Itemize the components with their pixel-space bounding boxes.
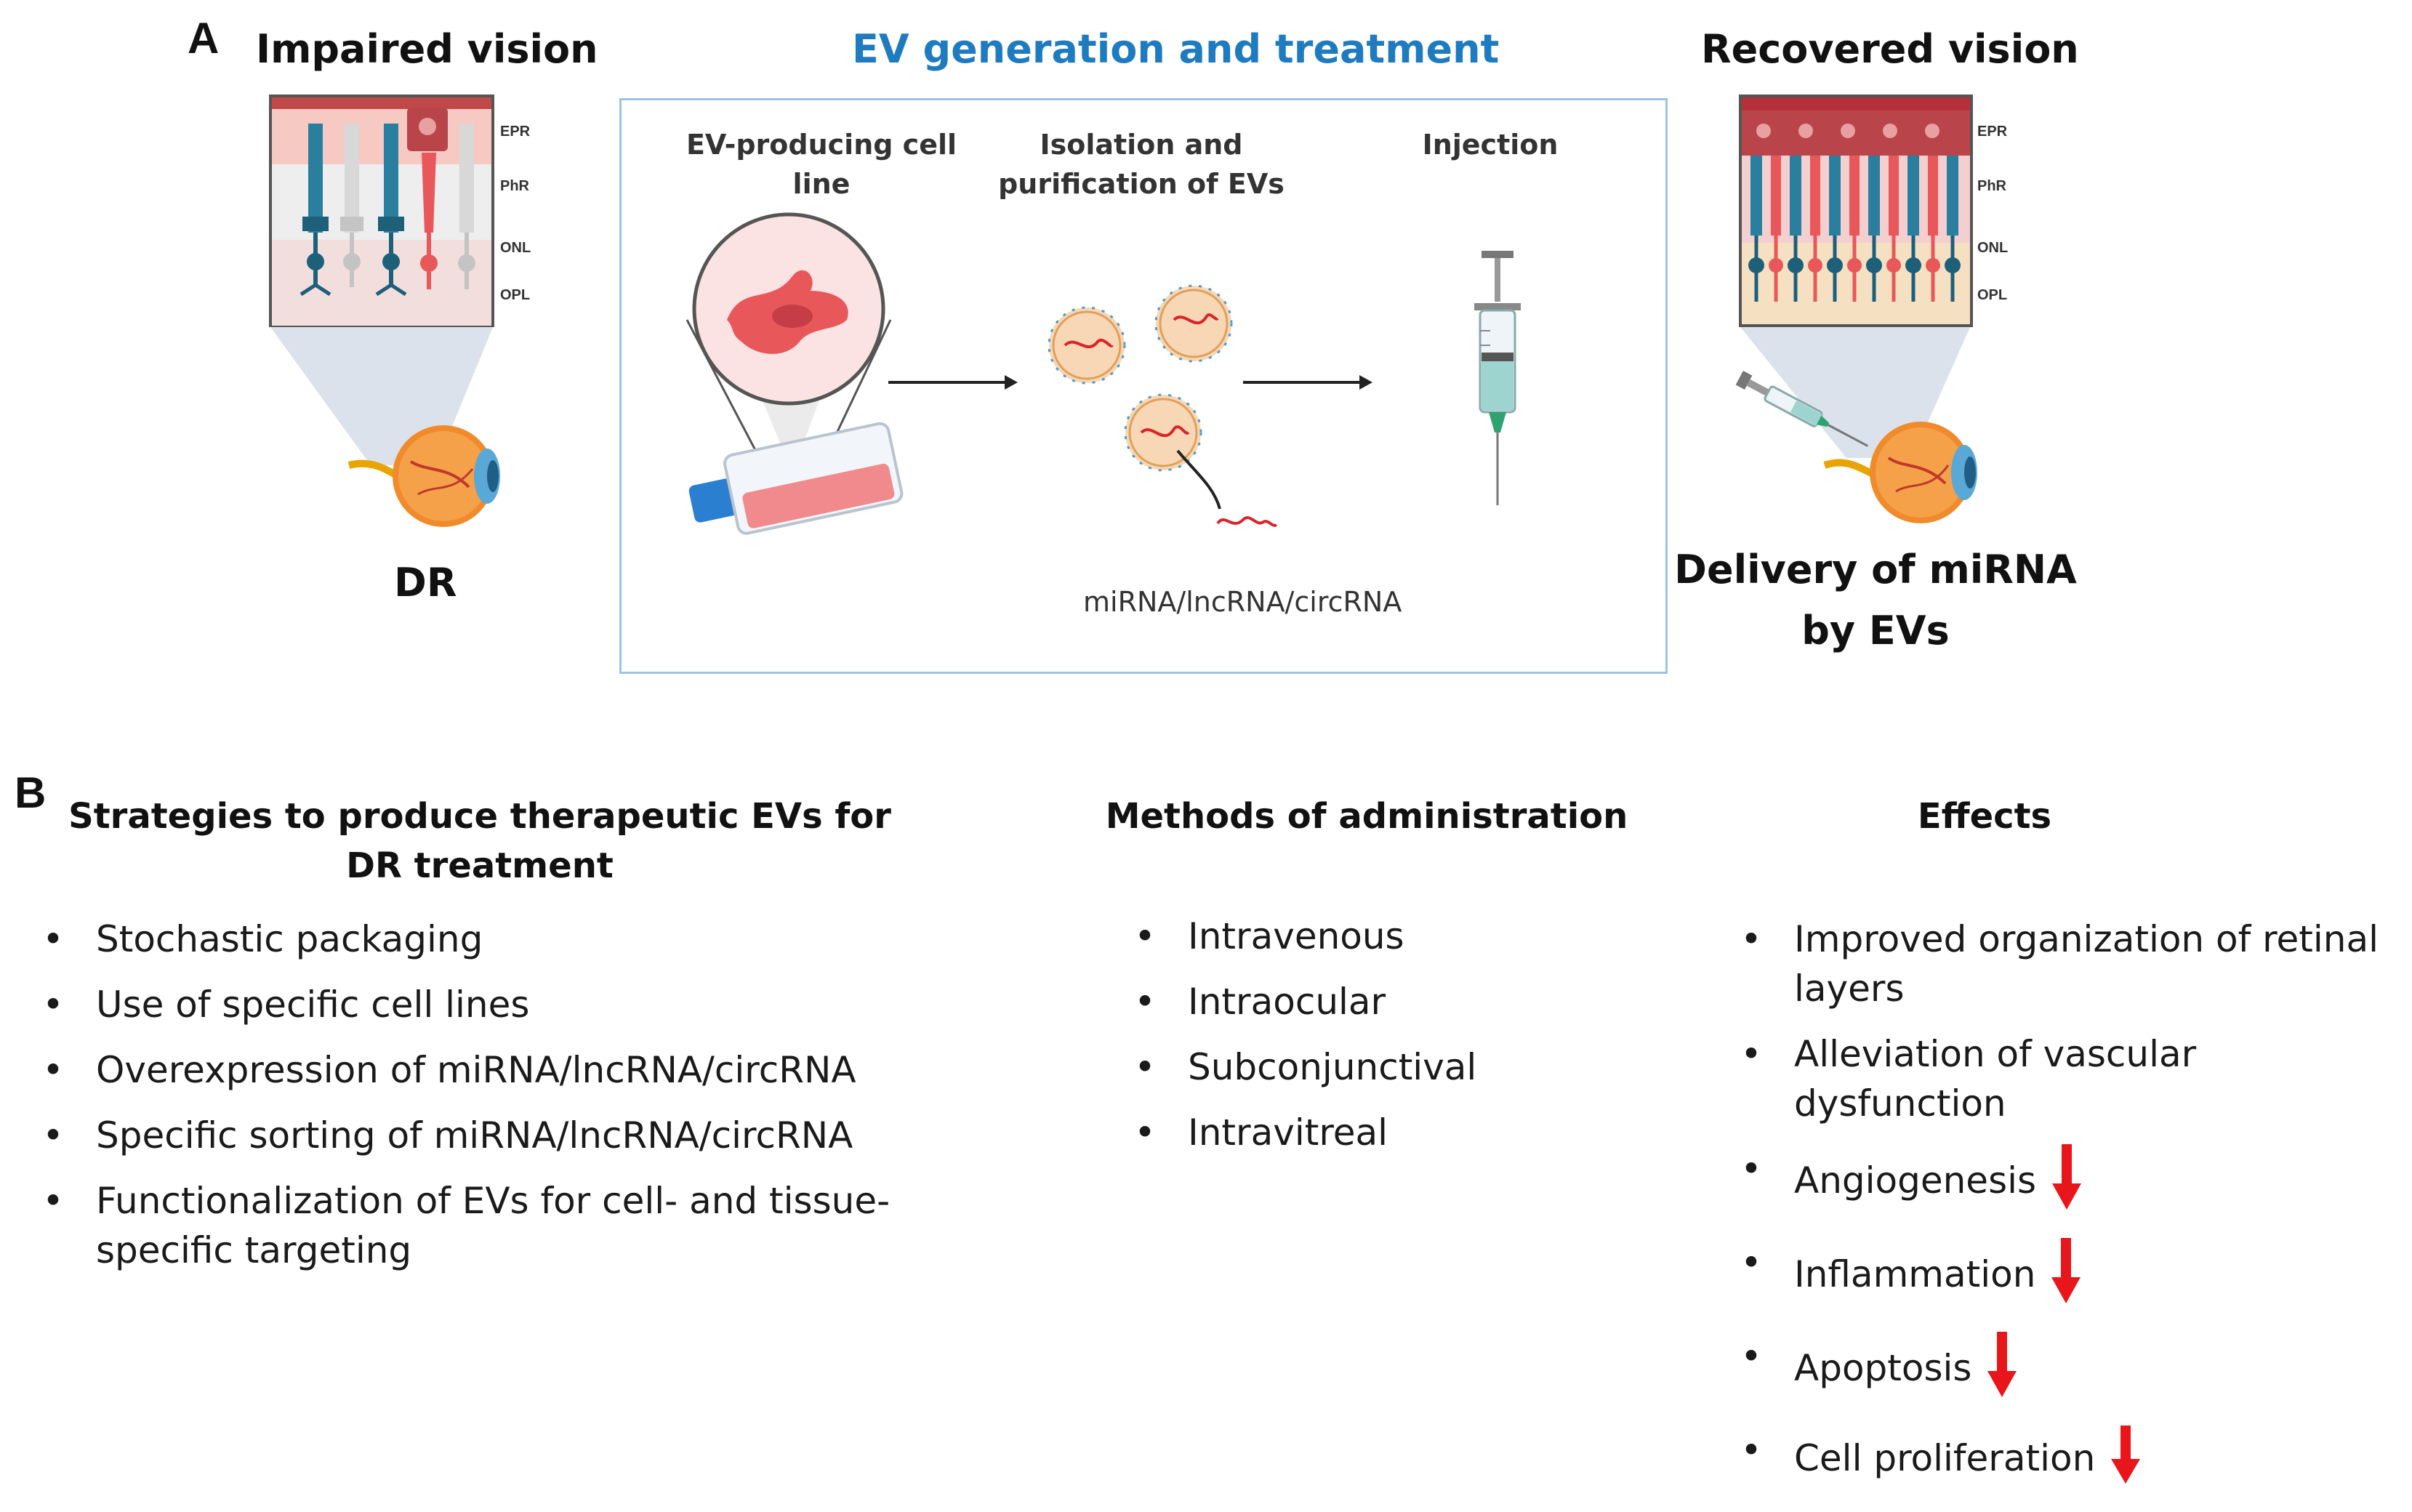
recovered-retina-inset: EPR PhR ONL OPL (1739, 94, 2008, 327)
strategies-title-line1: Strategies to produce therapeutic EVs fo… (68, 796, 891, 837)
layer-label-phr-right: PhR (1977, 178, 2006, 194)
ev-vesicles-illustration (1032, 276, 1338, 582)
layer-label-phr-left: PhR (500, 178, 529, 194)
down-arrow-icon (2051, 1238, 2081, 1316)
dr-caption: DR (394, 560, 457, 606)
list-item: • Overexpression of miRNA/lncRNA/circRNA (42, 1045, 914, 1095)
recovered-caption-line2: by EVs (1801, 608, 1950, 654)
method-item-text: Intravitreal (1188, 1111, 1388, 1154)
list-item: • Angiogenesis (1740, 1144, 2395, 1222)
list-item: • Intravitreal (1134, 1108, 1643, 1157)
strategy-item-text: Stochastic packaging (96, 918, 483, 960)
bullet: • (1740, 1033, 1762, 1075)
layer-label-opl-left: OPL (500, 287, 531, 303)
method-item-text: Subconjunctival (1188, 1046, 1477, 1088)
step2-label-line2: purification of EVs (998, 168, 1285, 200)
effect-item-text: Improved organization of retinal layers (1794, 918, 2379, 1010)
down-arrow-icon (2052, 1144, 2082, 1222)
bullet: • (1134, 1046, 1156, 1088)
list-item: • Use of specific cell lines (42, 980, 914, 1029)
list-item: • Intraocular (1134, 977, 1643, 1026)
list-item: • Subconjunctival (1134, 1042, 1643, 1092)
list-item: • Alleviation of vascular dysfunction (1740, 1029, 2395, 1128)
step2-label-line1: Isolation and (1040, 129, 1243, 161)
bullet: • (42, 1114, 64, 1157)
layer-label-onl-left: ONL (500, 240, 531, 256)
panel-b-letter: B (15, 768, 47, 817)
list-item: • Inflammation (1740, 1238, 2395, 1316)
list-item: • Improved organization of retinal layers (1740, 914, 2395, 1013)
step3-label: Injection (1422, 129, 1559, 161)
methods-title: Methods of administration (1105, 796, 1628, 837)
bullet: • (1740, 1148, 1762, 1190)
syringe-icon (1461, 251, 1534, 512)
layer-label-onl-right: ONL (1977, 240, 2009, 256)
strategies-list: • Stochastic packaging • Use of specific c… (42, 914, 914, 1291)
list-item: • Apoptosis (1740, 1332, 2395, 1410)
recovered-vision-title: Recovered vision (1701, 26, 2079, 72)
effects-list: • Improved organization of retinal layers… (1740, 914, 2395, 1512)
down-arrow-icon (1987, 1332, 2017, 1410)
effect-item-text: Cell proliferation (1794, 1437, 2096, 1479)
bullet: • (1134, 981, 1156, 1023)
bullet: • (1740, 1429, 1762, 1471)
recovered-caption-line1: Delivery of miRNA (1674, 547, 2077, 592)
panel-a-letter: A (188, 14, 220, 63)
strategy-item-text: Specific sorting of miRNA/lncRNA/circRNA (96, 1114, 853, 1157)
layer-label-opl-right: OPL (1977, 287, 2008, 303)
bullet: • (1134, 1111, 1156, 1154)
method-item-text: Intraocular (1188, 981, 1386, 1023)
bullet: • (42, 984, 64, 1026)
list-item: • Stochastic packaging (42, 914, 914, 964)
bullet: • (1740, 1242, 1762, 1284)
bullet: • (42, 918, 64, 960)
impaired-retina-inset: EPR PhR ONL OPL (269, 94, 538, 327)
ev-generation-title: EV generation and treatment (852, 26, 1500, 72)
list-item: • Cell proliferation (1740, 1425, 2395, 1496)
method-item-text: Intravenous (1188, 915, 1404, 957)
recovered-eye-illustration (1730, 320, 2035, 538)
rna-label: miRNA/lncRNA/circRNA (1083, 586, 1402, 618)
effect-item-text: Inflammation (1794, 1253, 2036, 1295)
methods-list: • Intravenous • Intraocular • Subconjunctiv… (1134, 912, 1643, 1173)
list-item: • Intravenous (1134, 912, 1643, 961)
list-item: • Functionalization of EVs for cell- and … (42, 1176, 954, 1275)
layer-label-epr-right: EPR (1977, 124, 2008, 140)
bullet: • (1740, 1335, 1762, 1378)
strategy-item-text: Overexpression of miRNA/lncRNA/circRNA (96, 1049, 856, 1091)
list-item: • Specific sorting of miRNA/lncRNA/circRN… (42, 1111, 914, 1160)
strategy-item-text: Use of specific cell lines (96, 984, 530, 1026)
arrow-cell-to-evs (888, 369, 1019, 395)
step1-label-line2: line (792, 168, 851, 200)
cell-line-illustration (654, 211, 960, 545)
layer-label-epr-left: EPR (500, 124, 531, 140)
effect-item-text: Angiogenesis (1794, 1159, 2037, 1202)
bullet: • (42, 1180, 64, 1222)
bullet: • (42, 1049, 64, 1091)
effect-item-text: Alleviation of vascular dysfunction (1794, 1033, 2197, 1125)
step1-label-line1: EV-producing cell (686, 129, 957, 161)
arrow-evs-to-injection (1243, 369, 1374, 395)
effect-item-text: Apoptosis (1794, 1347, 1972, 1389)
impaired-vision-title: Impaired vision (256, 26, 598, 72)
strategy-item-text: Functionalization of EVs for cell- and t… (96, 1180, 891, 1271)
down-arrow-icon (2111, 1425, 2141, 1496)
bullet: • (1740, 918, 1762, 960)
effects-title: Effects (1917, 796, 2052, 837)
strategies-title-line2: DR treatment (346, 845, 614, 886)
bullet: • (1134, 915, 1156, 957)
impaired-eye-illustration (262, 320, 567, 538)
